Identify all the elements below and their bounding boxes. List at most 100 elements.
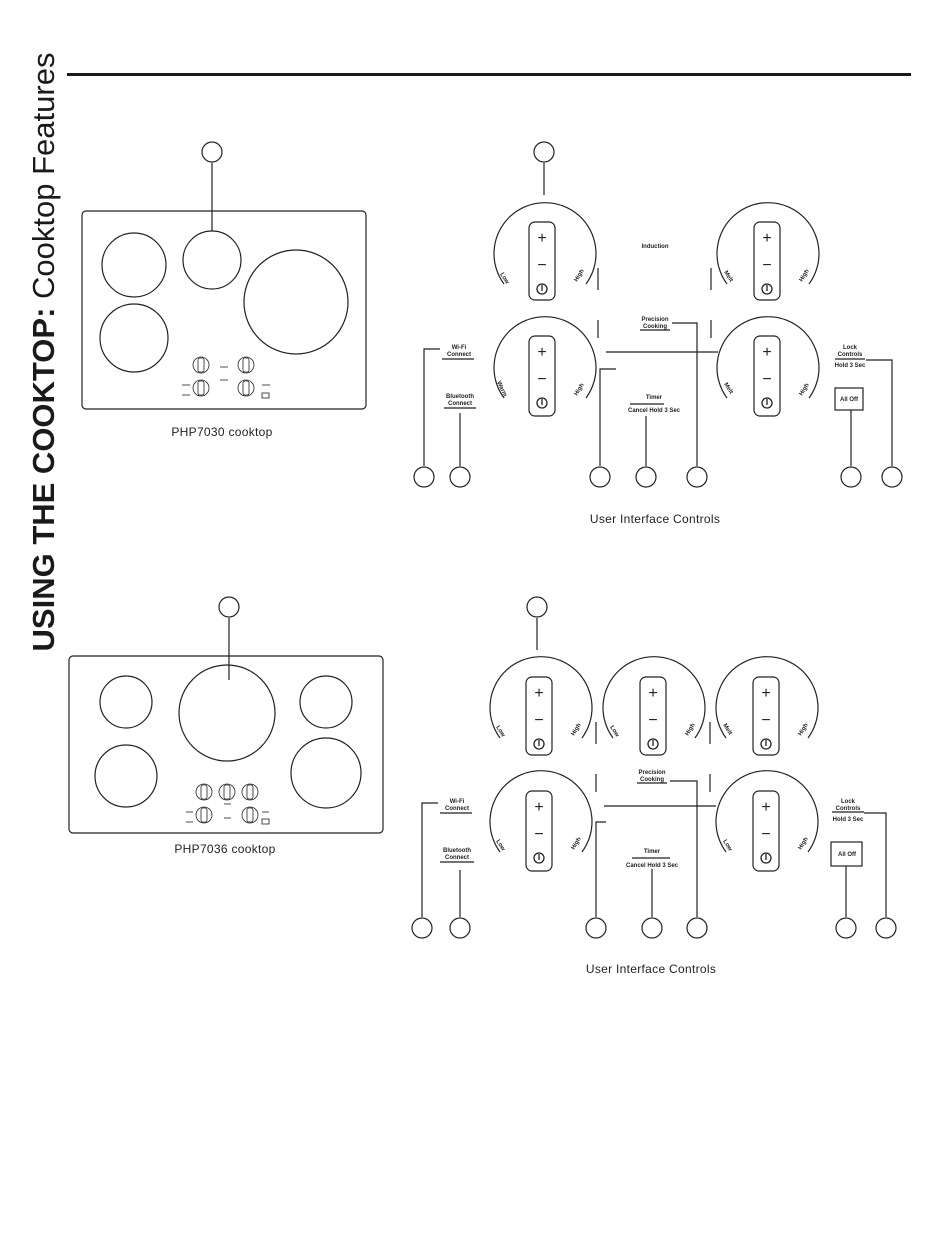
lock-label-2: Controls (836, 806, 861, 812)
burner (290, 737, 362, 809)
precision-label-2: Cooking (643, 324, 667, 330)
power-icon (533, 852, 545, 864)
ui-caption: User Interface Controls (586, 962, 716, 976)
dial-high-label: High (574, 268, 586, 283)
burner (99, 303, 169, 373)
callout-circle (875, 917, 897, 939)
induction-label: Induction (642, 244, 669, 250)
dial-pill (752, 790, 780, 872)
dial-high-label: High (571, 722, 583, 737)
power-icon (533, 738, 545, 750)
power-icon (761, 397, 773, 409)
dial-arc (716, 316, 820, 399)
power-icon (647, 738, 659, 750)
dial-low-label: Low (494, 839, 506, 853)
callout-circle (533, 141, 555, 163)
php7036-cooktop-figure (68, 596, 384, 834)
dial-pill (752, 676, 780, 756)
dial-arc (493, 316, 597, 399)
power-icon (761, 283, 773, 295)
callout-circle (585, 917, 607, 939)
plus-icon: + (537, 344, 546, 361)
dial-arc (715, 770, 819, 853)
wifi-label: Wi-Fi (452, 345, 467, 351)
callout-circle (411, 917, 433, 939)
callout-circle (201, 141, 223, 163)
minus-icon: − (761, 826, 770, 843)
callout-circle (589, 466, 611, 488)
dial-pill (753, 221, 781, 301)
dial-low-label: Melt (722, 382, 733, 395)
minus-icon: − (648, 712, 657, 729)
burner (94, 744, 158, 808)
timer-sub-label: Cancel Hold 3 Sec (628, 408, 681, 414)
all-off-button (830, 841, 863, 867)
burner (243, 249, 349, 355)
burner (178, 664, 276, 762)
timer-label: Timer (646, 395, 663, 401)
callout-circle (635, 466, 657, 488)
model-caption: PHP7036 cooktop (174, 842, 275, 856)
plus-icon: + (761, 799, 770, 816)
dial-arc (602, 656, 706, 739)
wifi-label: Wi-Fi (450, 799, 465, 805)
dial-low-label: Low (608, 725, 620, 739)
wifi-label-2: Connect (447, 352, 471, 358)
minus-icon: − (537, 257, 546, 274)
mini-control-panel (186, 783, 270, 825)
power-icon (536, 283, 548, 295)
lock-label: Lock (843, 345, 858, 351)
callout-circle (641, 917, 663, 939)
callout-circle (686, 917, 708, 939)
minus-icon: − (762, 371, 771, 388)
lock-sub-label: Hold 3 Sec (833, 817, 864, 823)
minus-icon: − (761, 712, 770, 729)
dial-high-label: High (685, 722, 697, 737)
precision-label: Precision (638, 770, 665, 776)
bluetooth-label-2: Connect (448, 401, 472, 407)
dial-high-label: High (571, 836, 583, 851)
dial-low-label: Melt (721, 723, 732, 736)
callout-line (595, 821, 606, 917)
timer-label: Timer (644, 849, 661, 855)
callout-circle (413, 466, 435, 488)
precision-label-2: Cooking (640, 777, 664, 783)
dial-pill (525, 676, 553, 756)
plus-icon: + (534, 685, 543, 702)
dial-arc (716, 202, 820, 285)
dial-arc (715, 656, 819, 739)
minus-icon: − (534, 826, 543, 843)
callout-line (599, 368, 616, 466)
dial-low-label: Low (721, 839, 733, 853)
timer-sub-label: Cancel Hold 3 Sec (626, 863, 679, 869)
callout-line (672, 322, 698, 466)
plus-icon: + (537, 230, 546, 247)
dial-high-label: High (799, 268, 811, 283)
burner (182, 230, 242, 290)
header-rule (67, 73, 911, 76)
dial-low-label: Low (494, 725, 506, 739)
mini-control-panel (182, 356, 270, 399)
ui-caption: User Interface Controls (590, 512, 720, 526)
php7030-ui-controls: + − + − + − + − Low High Melt High Warm … (413, 141, 903, 488)
dial-high-label: High (798, 722, 810, 737)
cooktop-outline (68, 655, 384, 834)
burner (99, 675, 153, 729)
minus-icon: − (537, 371, 546, 388)
lock-label: Lock (841, 799, 856, 805)
plus-icon: + (648, 685, 657, 702)
cooktop-outline (81, 210, 367, 410)
callout-line (423, 348, 440, 466)
precision-label: Precision (641, 317, 668, 323)
plus-icon: + (762, 344, 771, 361)
minus-icon: − (762, 257, 771, 274)
dial-pill (528, 335, 556, 417)
php7030-cooktop-figure (81, 141, 367, 410)
burner (101, 232, 167, 298)
callout-circle (449, 466, 471, 488)
dial-arc (493, 202, 597, 285)
callout-line (866, 359, 893, 466)
callout-circle (881, 466, 903, 488)
wifi-label-2: Connect (445, 806, 469, 812)
